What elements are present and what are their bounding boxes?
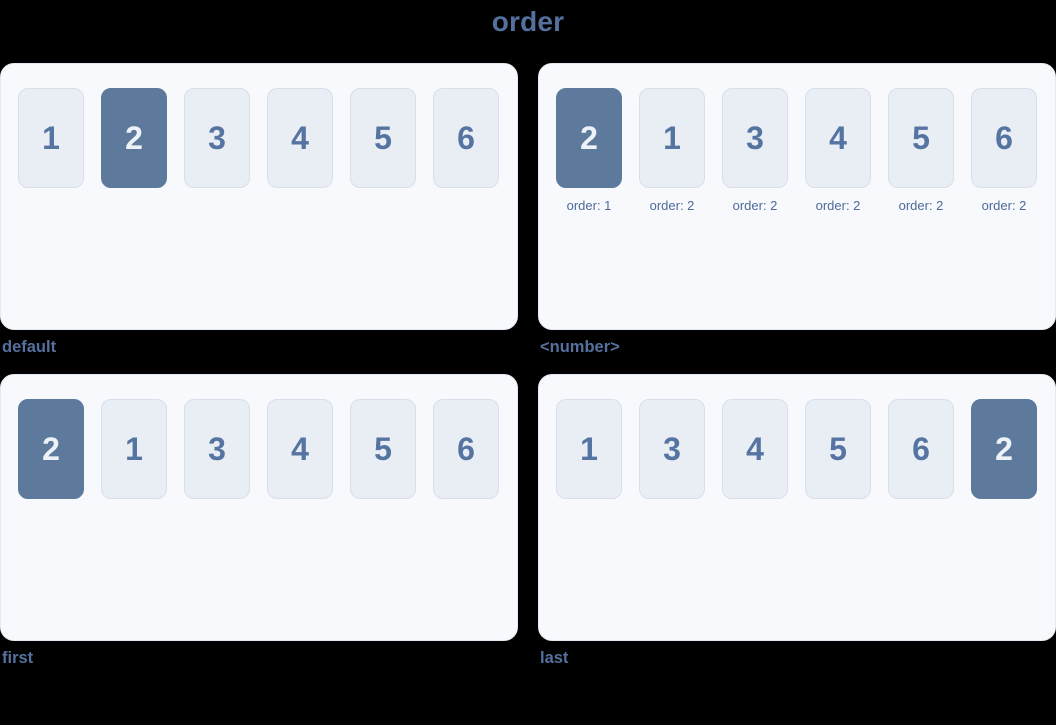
flex-item: 1 [101,399,167,499]
flex-item: 5 [888,88,954,188]
demo-cell-number: 2 order: 1 1 order: 2 3 order: 2 4 order… [538,63,1056,357]
panel-caption: first [2,649,34,667]
flex-item: 6 [433,399,499,499]
demo-panel-number: 2 order: 1 1 order: 2 3 order: 2 4 order… [538,63,1056,330]
demo-panel-last: 1 3 4 5 6 2 [538,374,1056,641]
flex-row: 2 order: 1 1 order: 2 3 order: 2 4 order… [556,88,1038,213]
order-label: order: 1 [566,198,612,213]
demo-cell-first: 2 1 3 4 5 6 first [0,374,518,668]
page-title: order [491,6,565,37]
flex-item-group: 3 order: 2 [722,88,788,213]
order-label: order: 2 [732,198,778,213]
demo-panel-first: 2 1 3 4 5 6 [0,374,518,641]
flex-item: 4 [267,399,333,499]
flex-item: 3 [722,88,788,188]
demo-panel-default: 1 2 3 4 5 6 [0,63,518,330]
panel-caption: default [2,338,57,356]
flex-item: 1 [556,399,622,499]
flex-item: 1 [639,88,705,188]
flex-row: 1 2 3 4 5 6 [18,88,500,188]
flex-item-group: 1 order: 2 [639,88,705,213]
order-label: order: 2 [815,198,861,213]
flex-item: 2 [18,399,84,499]
flex-item: 6 [971,88,1037,188]
demo-grid: 1 2 3 4 5 6 default 2 order: 1 1 order: … [0,63,1056,668]
flex-item: 5 [805,399,871,499]
flex-row: 1 3 4 5 6 2 [556,399,1038,499]
flex-item-group: 6 order: 2 [971,88,1037,213]
flex-item: 1 [18,88,84,188]
flex-item: 4 [267,88,333,188]
flex-item-group: 5 order: 2 [888,88,954,213]
flex-item: 5 [350,88,416,188]
flex-item-group: 4 order: 2 [805,88,871,213]
order-label: order: 2 [649,198,695,213]
flex-item: 2 [971,399,1037,499]
flex-item: 6 [888,399,954,499]
flex-item: 2 [101,88,167,188]
order-label: order: 2 [981,198,1027,213]
flex-item: 5 [350,399,416,499]
flex-item: 3 [184,399,250,499]
panel-caption: last [540,649,569,667]
demo-cell-last: 1 3 4 5 6 2 last [538,374,1056,668]
flex-item: 3 [184,88,250,188]
flex-item: 4 [722,399,788,499]
flex-item: 3 [639,399,705,499]
demo-cell-default: 1 2 3 4 5 6 default [0,63,518,357]
panel-caption: <number> [540,338,620,356]
order-label: order: 2 [898,198,944,213]
flex-item: 4 [805,88,871,188]
flex-item: 2 [556,88,622,188]
flex-item: 6 [433,88,499,188]
flex-item-group: 2 order: 1 [556,88,622,213]
flex-row: 2 1 3 4 5 6 [18,399,500,499]
